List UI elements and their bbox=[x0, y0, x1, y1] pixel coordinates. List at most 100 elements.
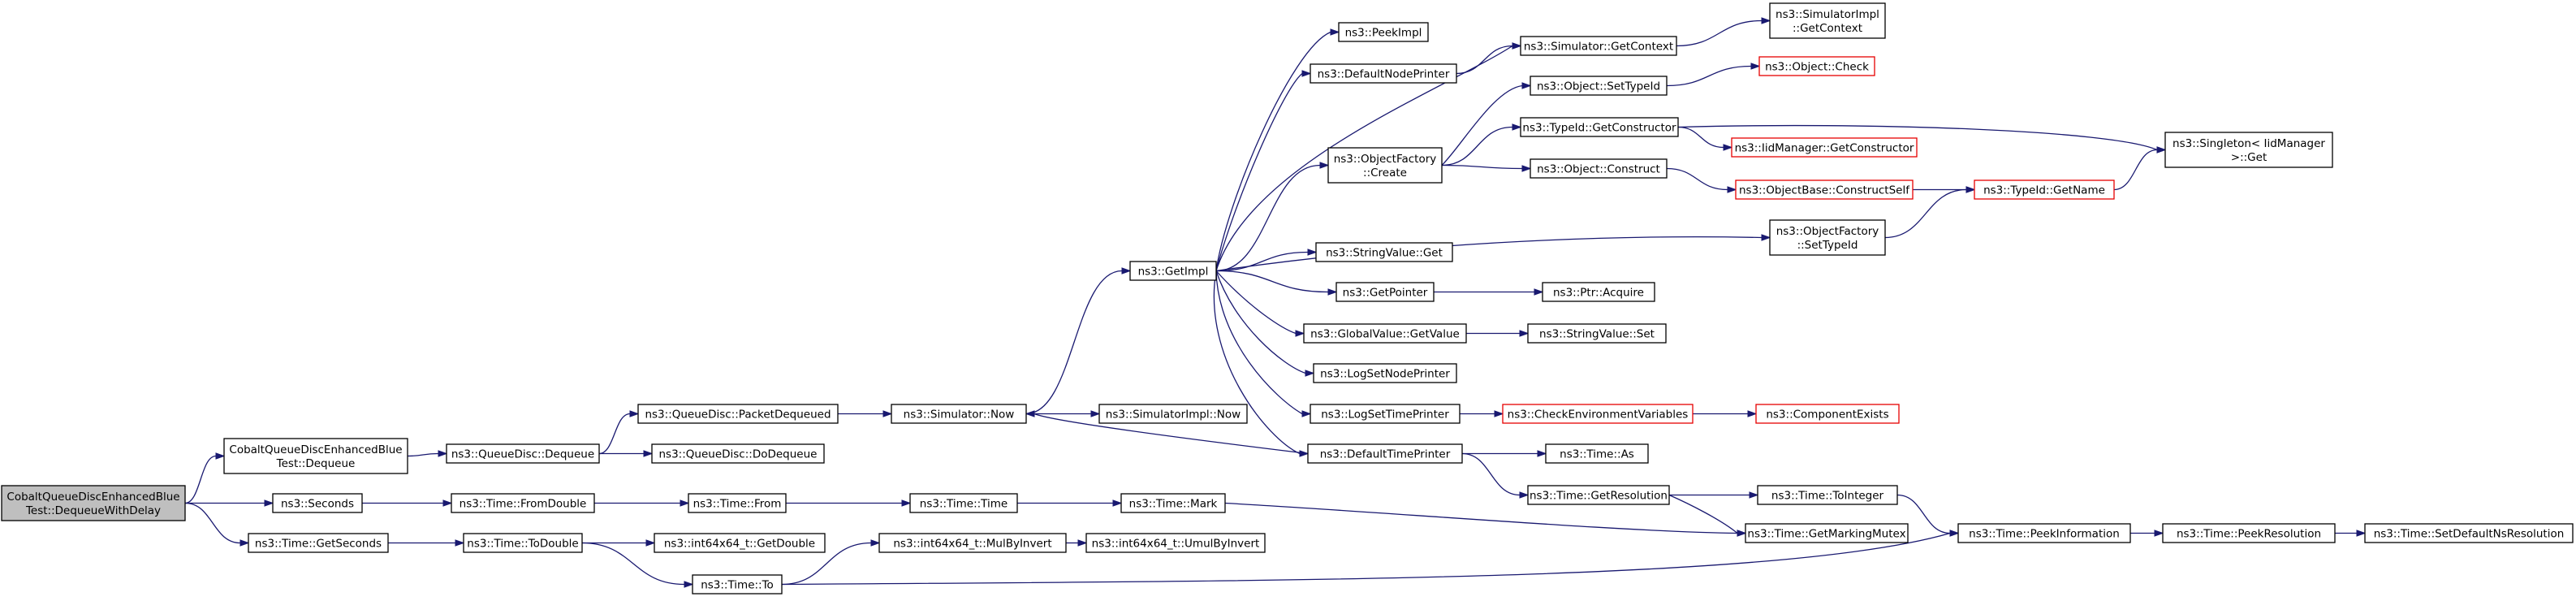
node-box[interactable] bbox=[1957, 523, 2131, 543]
node-int64-umulbyinvert[interactable]: ns3::int64x64_t::UmulByInvert bbox=[1085, 533, 1266, 553]
node-box[interactable] bbox=[1303, 323, 1467, 344]
node-box[interactable] bbox=[1757, 485, 1898, 505]
node-box[interactable] bbox=[1731, 137, 1918, 158]
node-box[interactable] bbox=[654, 533, 826, 553]
node-box[interactable] bbox=[1735, 179, 1914, 200]
node-time-from[interactable]: ns3::Time::From bbox=[688, 493, 787, 513]
node-box[interactable] bbox=[1085, 533, 1266, 553]
node-box[interactable] bbox=[1315, 242, 1453, 262]
node-box[interactable] bbox=[1530, 76, 1668, 96]
node-box[interactable] bbox=[272, 493, 363, 513]
node-int64-getdouble[interactable]: ns3::int64x64_t::GetDouble bbox=[654, 533, 826, 553]
node-box[interactable] bbox=[1313, 363, 1457, 383]
node-box[interactable] bbox=[1098, 404, 1248, 424]
node-default-node-printer[interactable]: ns3::DefaultNodePrinter bbox=[1310, 63, 1457, 84]
node-qd-dodequeue[interactable]: ns3::QueueDisc::DoDequeue bbox=[651, 443, 825, 464]
node-box[interactable] bbox=[1120, 493, 1226, 513]
node-get-seconds[interactable]: ns3::Time::GetSeconds bbox=[248, 533, 389, 553]
node-logsettimeprinter[interactable]: ns3::LogSetTimePrinter bbox=[1310, 404, 1461, 424]
node-time-fromdouble[interactable]: ns3::Time::FromDouble bbox=[451, 493, 595, 513]
node-qd-packet-dequeued[interactable]: ns3::QueueDisc::PacketDequeued bbox=[637, 404, 839, 424]
node-getpointer[interactable]: ns3::GetPointer bbox=[1335, 282, 1435, 302]
node-box[interactable] bbox=[637, 404, 839, 424]
node-objectbase-constructself[interactable]: ns3::ObjectBase::ConstructSelf bbox=[1735, 179, 1914, 200]
node-box[interactable] bbox=[1307, 443, 1463, 464]
node-box[interactable] bbox=[1527, 323, 1667, 344]
node-box[interactable] bbox=[909, 493, 1018, 513]
node-object-settypeid[interactable]: ns3::Object::SetTypeId bbox=[1530, 76, 1668, 96]
node-stringvalue-set[interactable]: ns3::StringValue::Set bbox=[1527, 323, 1667, 344]
node-box[interactable] bbox=[2164, 132, 2333, 168]
node-box[interactable] bbox=[1527, 485, 1670, 505]
node-box[interactable] bbox=[463, 533, 583, 553]
node-box[interactable] bbox=[2364, 523, 2574, 543]
node-box[interactable] bbox=[446, 443, 600, 464]
node-box[interactable] bbox=[651, 443, 825, 464]
node-box[interactable] bbox=[688, 493, 787, 513]
node-default-time-printer[interactable]: ns3::DefaultTimePrinter bbox=[1307, 443, 1463, 464]
node-box[interactable] bbox=[1327, 147, 1443, 184]
node-check-env-vars[interactable]: ns3::CheckEnvironmentVariables bbox=[1502, 404, 1694, 424]
node-time-to[interactable]: ns3::Time::To bbox=[692, 574, 783, 595]
node-box[interactable] bbox=[1755, 404, 1900, 424]
node-time-setdefaultnsresolution[interactable]: ns3::Time::SetDefaultNsResolution bbox=[2364, 523, 2574, 543]
node-root[interactable]: CobaltQueueDiscEnhancedBlueTest::Dequeue… bbox=[1, 485, 186, 521]
node-box[interactable] bbox=[1758, 56, 1875, 76]
node-object-construct[interactable]: ns3::Object::Construct bbox=[1530, 158, 1668, 179]
node-box[interactable] bbox=[1520, 36, 1677, 56]
node-box[interactable] bbox=[1769, 2, 1886, 39]
node-stringvalue-get[interactable]: ns3::StringValue::Get bbox=[1315, 242, 1453, 262]
node-box[interactable] bbox=[1338, 22, 1429, 42]
node-peekimpl[interactable]: ns3::PeekImpl bbox=[1338, 22, 1429, 42]
node-box[interactable] bbox=[1, 485, 186, 521]
node-box[interactable] bbox=[248, 533, 389, 553]
node-box[interactable] bbox=[878, 533, 1067, 553]
node-time-todouble[interactable]: ns3::Time::ToDouble bbox=[463, 533, 583, 553]
node-time-tointeger[interactable]: ns3::Time::ToInteger bbox=[1757, 485, 1898, 505]
node-box[interactable] bbox=[451, 493, 595, 513]
node-component-exists[interactable]: ns3::ComponentExists bbox=[1755, 404, 1900, 424]
node-box[interactable] bbox=[692, 574, 783, 595]
node-simimpl-getcontext[interactable]: ns3::SimulatorImpl::GetContext bbox=[1769, 2, 1886, 39]
node-box[interactable] bbox=[1974, 179, 2115, 200]
node-qd-dequeue[interactable]: ns3::QueueDisc::Dequeue bbox=[446, 443, 600, 464]
node-singleton-get[interactable]: ns3::Singleton< IidManager>::Get bbox=[2164, 132, 2333, 168]
node-box[interactable] bbox=[1310, 404, 1461, 424]
node-object-check[interactable]: ns3::Object::Check bbox=[1758, 56, 1875, 76]
node-box[interactable] bbox=[1745, 523, 1909, 543]
node-objfactory-settypeid[interactable]: ns3::ObjectFactory::SetTypeId bbox=[1769, 219, 1886, 256]
node-ptr-acquire[interactable]: ns3::Ptr::Acquire bbox=[1542, 282, 1655, 302]
node-iidmanager-getconstructor[interactable]: ns3::IidManager::GetConstructor bbox=[1731, 137, 1918, 158]
node-sim-getcontext[interactable]: ns3::Simulator::GetContext bbox=[1520, 36, 1677, 56]
node-box[interactable] bbox=[1545, 443, 1649, 464]
node-box[interactable] bbox=[2162, 523, 2336, 543]
node-time-peekresolution[interactable]: ns3::Time::PeekResolution bbox=[2162, 523, 2336, 543]
node-seconds[interactable]: ns3::Seconds bbox=[272, 493, 363, 513]
node-logsetnodeprinter[interactable]: ns3::LogSetNodePrinter bbox=[1313, 363, 1457, 383]
node-time-mark[interactable]: ns3::Time::Mark bbox=[1120, 493, 1226, 513]
node-box[interactable] bbox=[1769, 219, 1886, 256]
node-objfactory-create[interactable]: ns3::ObjectFactory::Create bbox=[1327, 147, 1443, 184]
node-time-as[interactable]: ns3::Time::As bbox=[1545, 443, 1649, 464]
node-time-time[interactable]: ns3::Time::Time bbox=[909, 493, 1018, 513]
node-typeid-getname[interactable]: ns3::TypeId::GetName bbox=[1974, 179, 2115, 200]
node-box[interactable] bbox=[1530, 158, 1668, 179]
node-box[interactable] bbox=[1502, 404, 1694, 424]
node-typeid-getconstructor[interactable]: ns3::TypeId::GetConstructor bbox=[1520, 117, 1679, 137]
node-globalvalue-getvalue[interactable]: ns3::GlobalValue::GetValue bbox=[1303, 323, 1467, 344]
node-box[interactable] bbox=[223, 438, 408, 474]
node-box[interactable] bbox=[1310, 63, 1457, 84]
node-box[interactable] bbox=[1129, 261, 1217, 281]
node-box[interactable] bbox=[891, 404, 1027, 424]
node-box[interactable] bbox=[1542, 282, 1655, 302]
node-time-getresolution[interactable]: ns3::Time::GetResolution bbox=[1527, 485, 1670, 505]
node-time-peekinformation[interactable]: ns3::Time::PeekInformation bbox=[1957, 523, 2131, 543]
node-sim-now[interactable]: ns3::Simulator::Now bbox=[891, 404, 1027, 424]
node-getimpl[interactable]: ns3::GetImpl bbox=[1129, 261, 1217, 281]
node-int64-mulbyinvert[interactable]: ns3::int64x64_t::MulByInvert bbox=[878, 533, 1067, 553]
node-simimpl-now[interactable]: ns3::SimulatorImpl::Now bbox=[1098, 404, 1248, 424]
node-box[interactable] bbox=[1335, 282, 1435, 302]
node-box[interactable] bbox=[1520, 117, 1679, 137]
node-time-getmarkingmutex[interactable]: ns3::Time::GetMarkingMutex bbox=[1745, 523, 1909, 543]
